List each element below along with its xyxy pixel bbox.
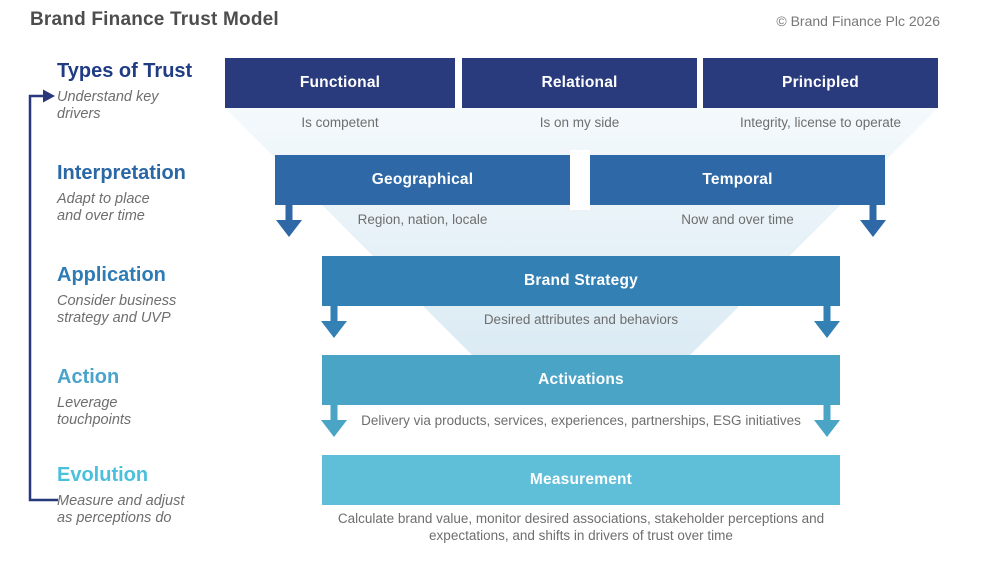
down-arrow-icon bbox=[276, 205, 302, 237]
stage-heading: Interpretation bbox=[57, 162, 186, 184]
down-arrow-icon bbox=[321, 306, 347, 338]
caption-measurement: Calculate brand value, monitor desired a… bbox=[337, 511, 825, 543]
stage-heading: Action bbox=[57, 366, 120, 388]
stage-subtitle: Measure and adjust as perceptions do bbox=[57, 493, 185, 527]
stage-subtitle: Leverage touchpoints bbox=[57, 395, 132, 429]
stage-evolution: Evolution Measure and adjust as percepti… bbox=[57, 464, 232, 528]
page-title: Brand Finance Trust Model bbox=[30, 9, 279, 30]
box-brand-strategy: Brand Strategy bbox=[322, 256, 840, 306]
box-label: Geographical bbox=[371, 171, 474, 188]
box-label: Temporal bbox=[702, 171, 773, 188]
caption-principled: Integrity, license to operate bbox=[739, 115, 902, 130]
down-arrow-icon bbox=[321, 405, 347, 437]
stage-subtitle: Consider business strategy and UVP bbox=[57, 293, 177, 327]
caption-brand-strategy: Desired attributes and behaviors bbox=[483, 312, 679, 327]
box-functional: Functional bbox=[225, 58, 455, 108]
funnel-gap bbox=[570, 150, 590, 210]
caption-relational: Is on my side bbox=[539, 115, 620, 130]
stage-heading: Application bbox=[57, 264, 166, 286]
box-label: Relational bbox=[541, 74, 618, 91]
caption-temporal: Now and over time bbox=[681, 212, 794, 227]
stage-types-of-trust: Types of Trust Understand key drivers bbox=[57, 60, 232, 124]
down-arrow-icon bbox=[814, 306, 840, 338]
feedback-arrowhead-icon bbox=[43, 89, 55, 103]
box-geographical: Geographical bbox=[275, 155, 570, 205]
caption-geographical: Region, nation, locale bbox=[357, 212, 488, 227]
box-label: Activations bbox=[538, 371, 624, 388]
box-label: Functional bbox=[299, 74, 381, 91]
box-relational: Relational bbox=[462, 58, 697, 108]
stage-heading: Evolution bbox=[57, 464, 149, 486]
stage-heading: Types of Trust bbox=[57, 60, 193, 82]
box-label: Brand Strategy bbox=[524, 272, 638, 289]
stage-action: Action Leverage touchpoints bbox=[57, 366, 232, 430]
stage-interpretation: Interpretation Adapt to place and over t… bbox=[57, 162, 232, 226]
box-label: Measurement bbox=[529, 471, 633, 488]
feedback-loop-line bbox=[28, 94, 58, 502]
down-arrow-icon bbox=[860, 205, 886, 237]
box-temporal: Temporal bbox=[590, 155, 885, 205]
caption-functional: Is competent bbox=[301, 115, 379, 130]
box-activations: Activations bbox=[322, 355, 840, 405]
stage-subtitle: Adapt to place and over time bbox=[57, 191, 150, 225]
box-label: Principled bbox=[782, 74, 859, 91]
box-measurement: Measurement bbox=[322, 455, 840, 505]
down-arrow-icon bbox=[814, 405, 840, 437]
stage-application: Application Consider business strategy a… bbox=[57, 264, 232, 328]
stage-subtitle: Understand key drivers bbox=[57, 89, 159, 123]
box-principled: Principled bbox=[703, 58, 938, 108]
caption-activations: Delivery via products, services, experie… bbox=[361, 413, 801, 428]
copyright-text: © Brand Finance Plc 2026 bbox=[776, 13, 940, 29]
